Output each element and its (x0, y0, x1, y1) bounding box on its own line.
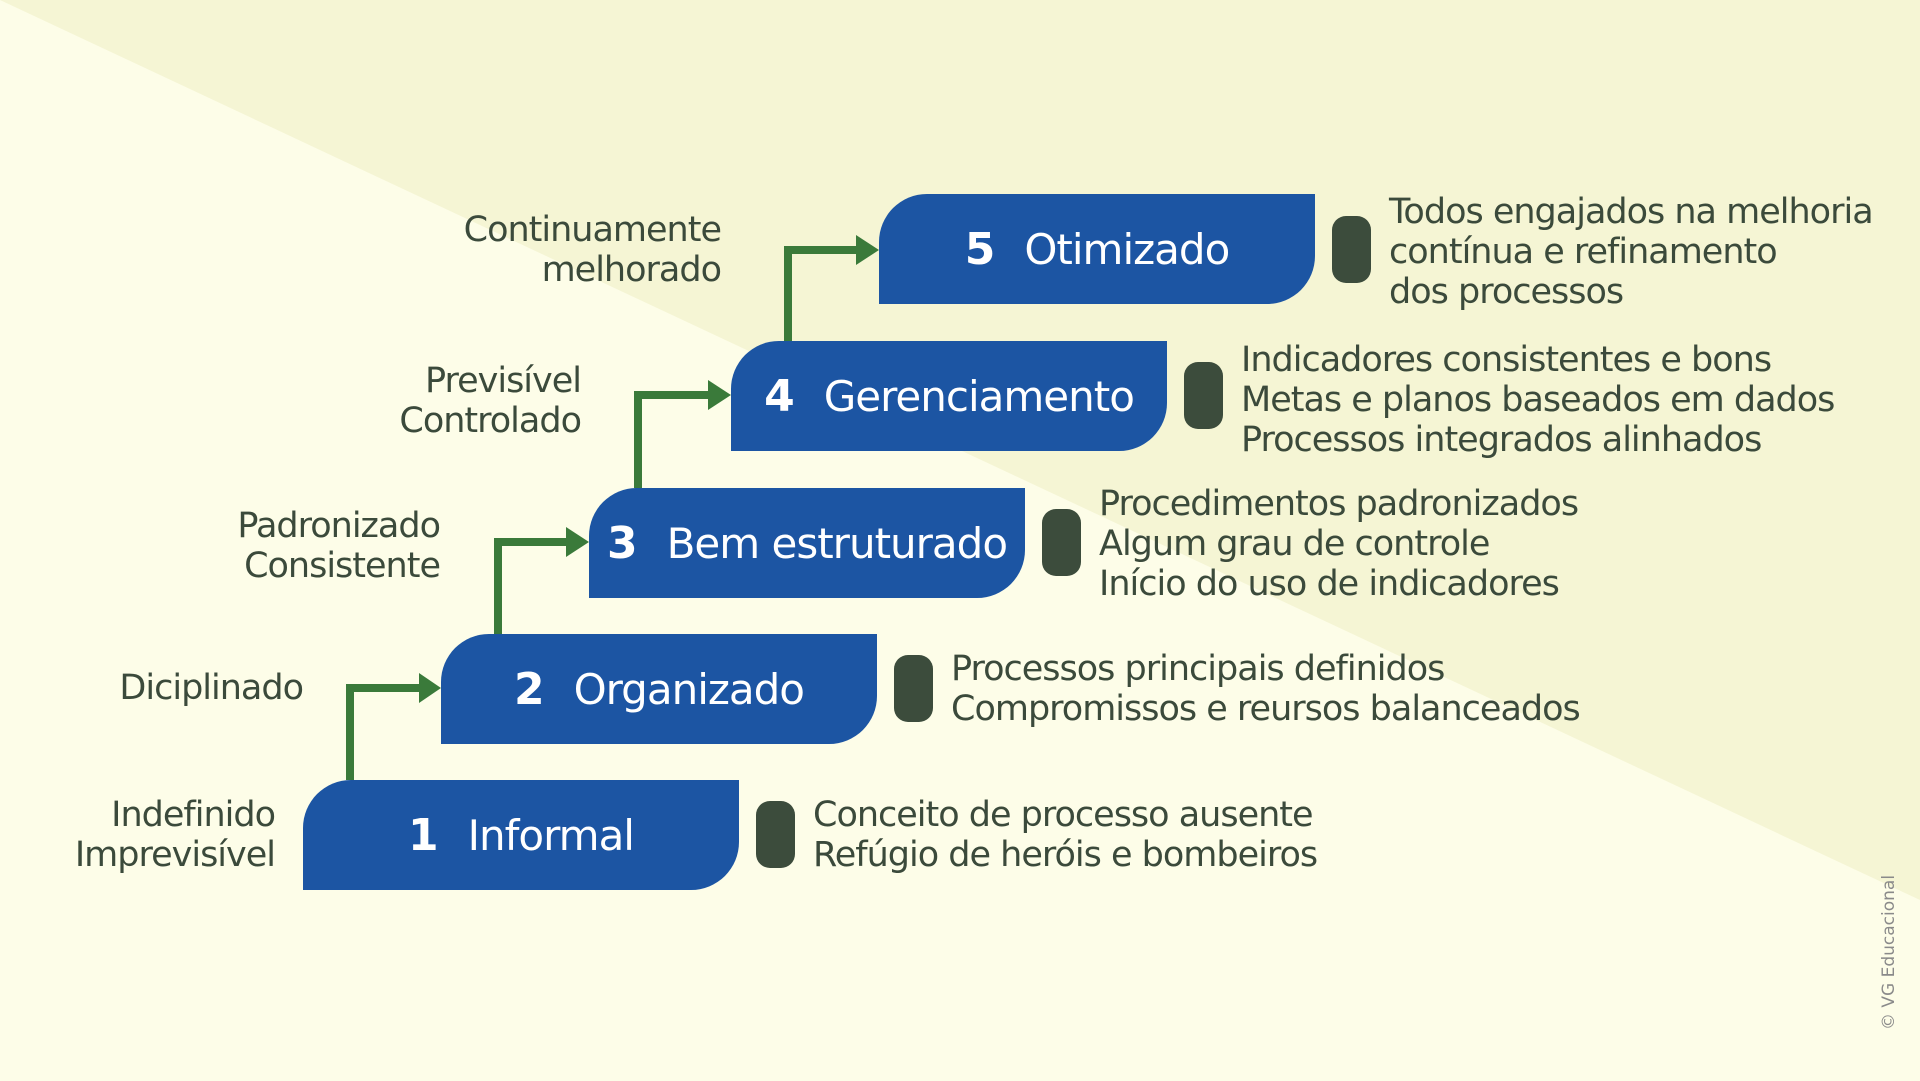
level-5-box: 5 Otimizado (879, 194, 1315, 304)
level-name: Bem estruturado (666, 518, 1008, 568)
arrow-3-to-4 (634, 391, 712, 488)
trait-text: Padronizado (237, 506, 441, 546)
description-line: Processos integrados alinhados (1241, 420, 1762, 460)
level-3-traits: Padronizado Consistente (237, 506, 441, 586)
level-name: Informal (467, 810, 635, 860)
level-4-traits: Previsível Controlado (399, 361, 582, 441)
level-5-traits: Continuamente melhorado (463, 210, 722, 290)
trait-text: melhorado (541, 250, 722, 290)
arrowhead-3 (566, 527, 589, 557)
arrow-2-to-3 (494, 538, 570, 634)
trait-text: Consistente (244, 546, 441, 586)
level-4-bullet (1184, 362, 1223, 429)
description-line: Procedimentos padronizados (1099, 484, 1579, 524)
description-line: dos processos (1389, 272, 1624, 312)
level-2-box: 2 Organizado (441, 634, 877, 744)
trait-text: Diciplinado (119, 668, 304, 708)
level-2-traits: Diciplinado (119, 668, 304, 708)
level-4-description: Indicadores consistentes e bons Metas e … (1241, 340, 1835, 460)
trait-text: Indefinido (111, 795, 276, 835)
description-line: Algum grau de controle (1099, 524, 1490, 564)
description-line: Refúgio de heróis e bombeiros (813, 835, 1318, 875)
level-2-bullet (894, 655, 933, 722)
arrowhead-5 (856, 235, 879, 265)
arrow-4-to-5 (784, 246, 860, 341)
level-2-description: Processos principais definidos Compromis… (951, 649, 1581, 729)
trait-text: Controlado (399, 401, 582, 441)
trait-text: Continuamente (463, 210, 722, 250)
level-name: Organizado (573, 664, 805, 714)
level-4-box: 4 Gerenciamento (731, 341, 1167, 451)
level-number: 1 (408, 809, 439, 861)
description-line: Todos engajados na melhoria (1389, 192, 1874, 232)
trait-text: Imprevisível (74, 835, 276, 875)
level-1-traits: Indefinido Imprevisível (74, 795, 276, 875)
level-1-bullet (756, 801, 795, 868)
level-3-description: Procedimentos padronizados Algum grau de… (1099, 484, 1579, 604)
trait-text: Previsível (424, 361, 582, 401)
copyright-notice: © VG Educacional (1879, 874, 1899, 1030)
level-number: 3 (606, 517, 638, 569)
level-name: Gerenciamento (823, 371, 1135, 421)
description-line: Início do uso de indicadores (1099, 564, 1560, 604)
description-line: Indicadores consistentes e bons (1241, 340, 1772, 380)
level-1-box: 1 Informal (303, 780, 739, 890)
description-line: Conceito de processo ausente (813, 795, 1314, 835)
level-name: Otimizado (1024, 224, 1230, 274)
arrowhead-4 (708, 380, 731, 410)
level-number: 4 (764, 370, 795, 422)
level-1-description: Conceito de processo ausente Refúgio de … (813, 795, 1318, 875)
level-number: 2 (513, 663, 545, 715)
arrowhead-2 (419, 673, 441, 703)
description-line: Processos principais definidos (951, 649, 1445, 689)
level-3-bullet (1042, 509, 1081, 576)
level-3-box: 3 Bem estruturado (589, 488, 1025, 598)
arrow-1-to-2 (346, 684, 423, 780)
level-number: 5 (964, 223, 996, 275)
description-line: contínua e refinamento (1389, 232, 1778, 272)
description-line: Compromissos e reursos balanceados (951, 689, 1581, 729)
description-line: Metas e planos baseados em dados (1241, 380, 1835, 420)
level-5-bullet (1332, 216, 1371, 283)
level-5-description: Todos engajados na melhoria contínua e r… (1389, 192, 1874, 312)
